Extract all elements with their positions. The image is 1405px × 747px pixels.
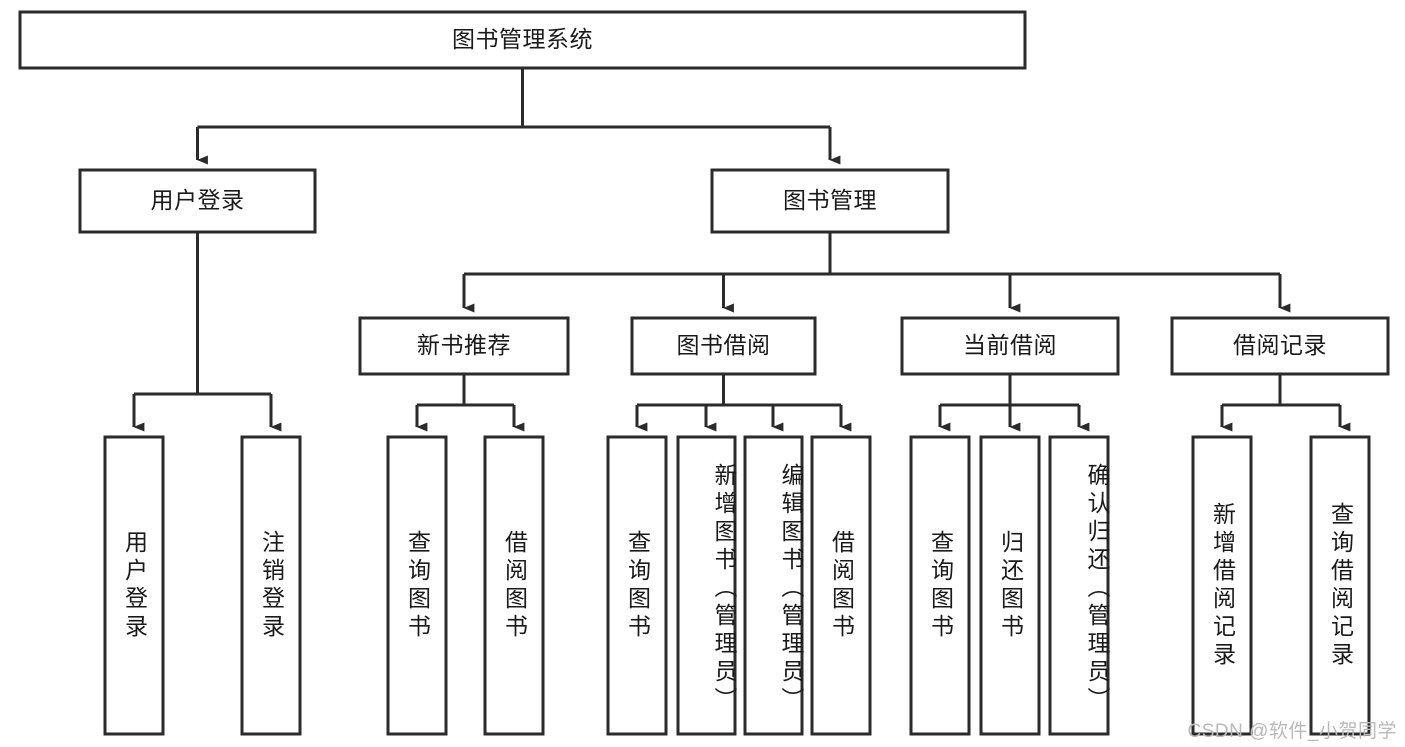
leaf-box-add-book-admin[interactable]: [676, 435, 737, 736]
node-new-book-recommend-label: 新书推荐: [417, 332, 511, 358]
node-current-borrow-box[interactable]: [900, 316, 1120, 376]
node-book-manage-box[interactable]: [710, 168, 950, 234]
connector-group-book-borrow: [635, 374, 852, 432]
node-borrow-record[interactable]: 借阅记录: [1170, 316, 1390, 376]
leaf-box-query-book-3[interactable]: [909, 435, 971, 736]
leaf-box-query-book-1[interactable]: [386, 435, 448, 736]
node-book-borrow-box[interactable]: [630, 316, 817, 376]
leaf-box-borrow-book-2[interactable]: [810, 435, 872, 736]
node-user-login-box[interactable]: [78, 168, 317, 234]
leaf-box-edit-book-admin[interactable]: [743, 435, 804, 736]
node-new-book-recommend-box[interactable]: [358, 316, 570, 376]
node-borrow-record-label: 借阅记录: [1233, 332, 1327, 358]
node-current-borrow[interactable]: 当前借阅: [900, 316, 1120, 376]
leaf-box-query-book-2[interactable]: [606, 435, 668, 736]
leaf-box-logout-login[interactable]: [240, 435, 302, 736]
node-book-borrow-label: 图书借阅: [677, 332, 771, 358]
leaf-box-user-login[interactable]: [103, 435, 165, 736]
leaf-box-borrow-book-1[interactable]: [483, 435, 545, 736]
connector-group-borrow-record: [1220, 374, 1351, 432]
leaf-box-query-borrow-record[interactable]: [1309, 435, 1371, 736]
connector-group-user-login: [132, 232, 282, 432]
node-new-book-recommend[interactable]: 新书推荐: [358, 316, 570, 376]
connector-group-root: [196, 68, 841, 165]
leaf-box-add-borrow-record[interactable]: [1191, 435, 1253, 736]
node-borrow-record-box[interactable]: [1170, 316, 1390, 376]
node-root[interactable]: 图书管理系统: [18, 10, 1027, 70]
node-book-borrow[interactable]: 图书借阅: [630, 316, 817, 376]
node-user-login[interactable]: 用户登录: [78, 168, 317, 234]
node-root-label: 图书管理系统: [452, 26, 593, 52]
node-current-borrow-label: 当前借阅: [963, 332, 1057, 358]
csdn-watermark: CSDN @软件_小贺同学: [1187, 721, 1397, 742]
node-user-login-label: 用户登录: [151, 187, 245, 213]
leaf-box-return-book[interactable]: [979, 435, 1041, 736]
node-book-manage-label: 图书管理: [783, 187, 877, 213]
connector-group-book-manage: [462, 232, 1291, 313]
node-root-box[interactable]: [18, 10, 1027, 70]
connector-group-new-book-recommend: [415, 374, 525, 432]
node-book-manage[interactable]: 图书管理: [710, 168, 950, 234]
connector-group-current-borrow: [938, 374, 1090, 432]
leaf-box-confirm-return-admin[interactable]: [1048, 435, 1110, 736]
